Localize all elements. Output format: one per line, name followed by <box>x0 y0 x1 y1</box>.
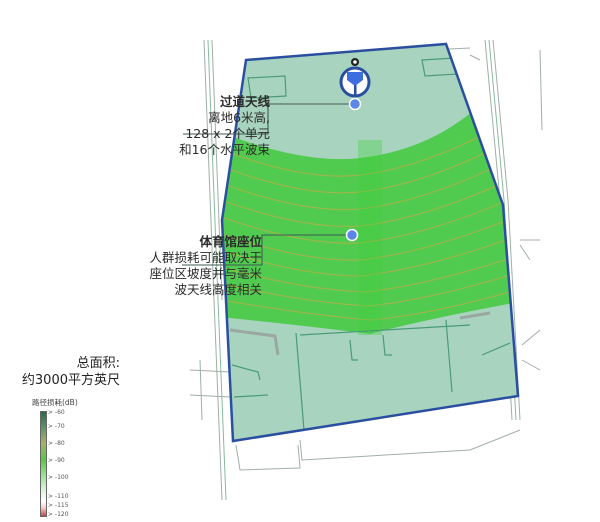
antenna-icon[interactable] <box>339 58 371 98</box>
seating-callout-line: 人群损耗可能取决于 <box>149 250 262 265</box>
total-area-value: 约3000平方英尺 <box>21 373 120 388</box>
antenna-leader-line <box>183 103 352 135</box>
seat-rows <box>222 114 518 321</box>
coverage-outline <box>220 42 520 443</box>
antenna-callout-line: 128 x 2个单元 <box>185 126 270 141</box>
seating-callout-line: 波天线高度相关 <box>174 282 262 297</box>
legend-tick: > -80 <box>48 440 65 447</box>
legend-title: 路径损耗(dB) <box>32 398 78 407</box>
floor-plan-walls <box>189 39 543 501</box>
seating-callout-title: 体育馆座位 <box>199 234 262 249</box>
antenna-callout-line: 离地6米高, <box>208 110 270 125</box>
legend-tick: > -60 <box>48 409 65 416</box>
seating-callout: 体育馆座位 人群损耗可能取决于 座位区坡度并与毫米 波天线高度相关 <box>62 234 262 298</box>
antenna-callout-line: 和16个水平波束 <box>179 142 270 157</box>
legend-tick: > -120 <box>48 511 69 518</box>
total-area-label: 总面积: <box>76 356 120 371</box>
legend-tick: > -110 <box>48 493 69 500</box>
legend-tick: > -90 <box>48 457 65 464</box>
total-area: 总面积: 约3000平方英尺 <box>0 355 120 389</box>
seating-location-marker[interactable] <box>345 228 359 242</box>
legend-tick: > -100 <box>48 474 69 481</box>
antenna-callout-title: 过道天线 <box>219 94 270 109</box>
antenna-callout: 过道天线 离地6米高, 128 x 2个单元 和16个水平波束 <box>110 94 270 158</box>
seating-callout-line: 座位区坡度并与毫米 <box>149 266 262 281</box>
seating-leader-line <box>182 234 348 266</box>
leader-lines <box>182 103 352 266</box>
legend-tick: > -115 <box>48 502 69 509</box>
path-loss-color-scale <box>40 411 47 517</box>
antenna-location-marker[interactable] <box>348 97 362 111</box>
legend-tick: > -70 <box>48 423 65 430</box>
